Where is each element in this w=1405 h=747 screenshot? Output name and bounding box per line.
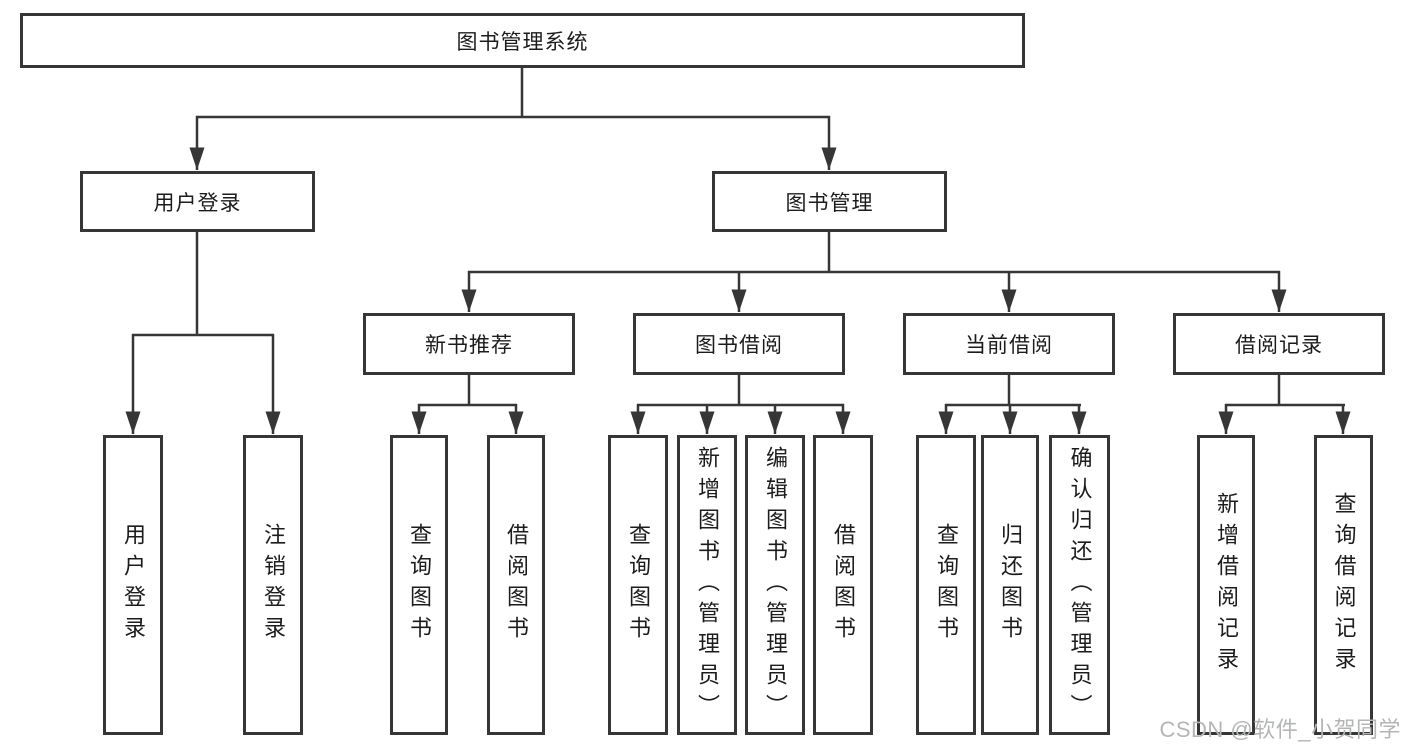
node-user-login: 用户登录 [80,171,315,232]
leaf-query-books-current: 查询图书 [916,435,976,735]
node-book-borrow: 图书借阅 [633,313,845,375]
leaf-query-books-borrow: 查询图书 [608,435,668,735]
leaf-query-borrow-record: 查询借阅记录 [1314,435,1373,735]
leaf-borrow-books-recommend: 借阅图书 [487,435,545,735]
leaf-user-login: 用户登录 [103,435,163,735]
node-library-system: 图书管理系统 [20,13,1025,68]
leaf-add-books-admin: 新增图书（管理员） [677,435,737,735]
watermark: CSDN @软件_小贺同学 [1159,717,1401,742]
node-book-management: 图书管理 [712,171,947,232]
leaf-borrow-books: 借阅图书 [813,435,873,735]
node-current-borrow: 当前借阅 [903,313,1115,375]
leaf-confirm-return-admin: 确认归还（管理员） [1049,435,1110,735]
leaf-query-books-recommend: 查询图书 [390,435,448,735]
node-new-book-recommend: 新书推荐 [363,313,575,375]
leaf-return-books: 归还图书 [981,435,1039,735]
leaf-logout: 注销登录 [243,435,303,735]
node-borrow-records: 借阅记录 [1173,313,1385,375]
leaf-edit-books-admin: 编辑图书（管理员） [745,435,805,735]
leaf-add-borrow-record: 新增借阅记录 [1197,435,1255,735]
